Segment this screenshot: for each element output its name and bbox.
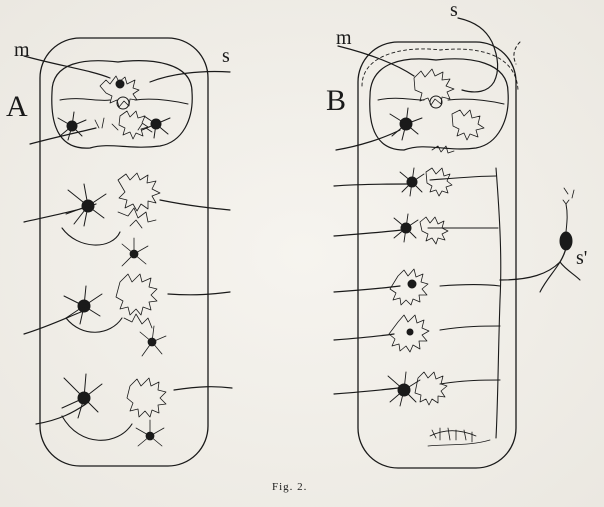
panel-b-letter: B: [326, 86, 346, 116]
ganglion-label-s-prime: s': [576, 248, 587, 268]
panel-b-label-s: s: [450, 0, 458, 20]
panel-a-letter: A: [6, 92, 28, 122]
figure-caption: Fig. 2.: [272, 482, 307, 493]
panel-a-label-m: m: [14, 40, 30, 60]
panel-a-label-s: s: [222, 46, 230, 66]
panel-b-label-m: m: [336, 28, 352, 48]
